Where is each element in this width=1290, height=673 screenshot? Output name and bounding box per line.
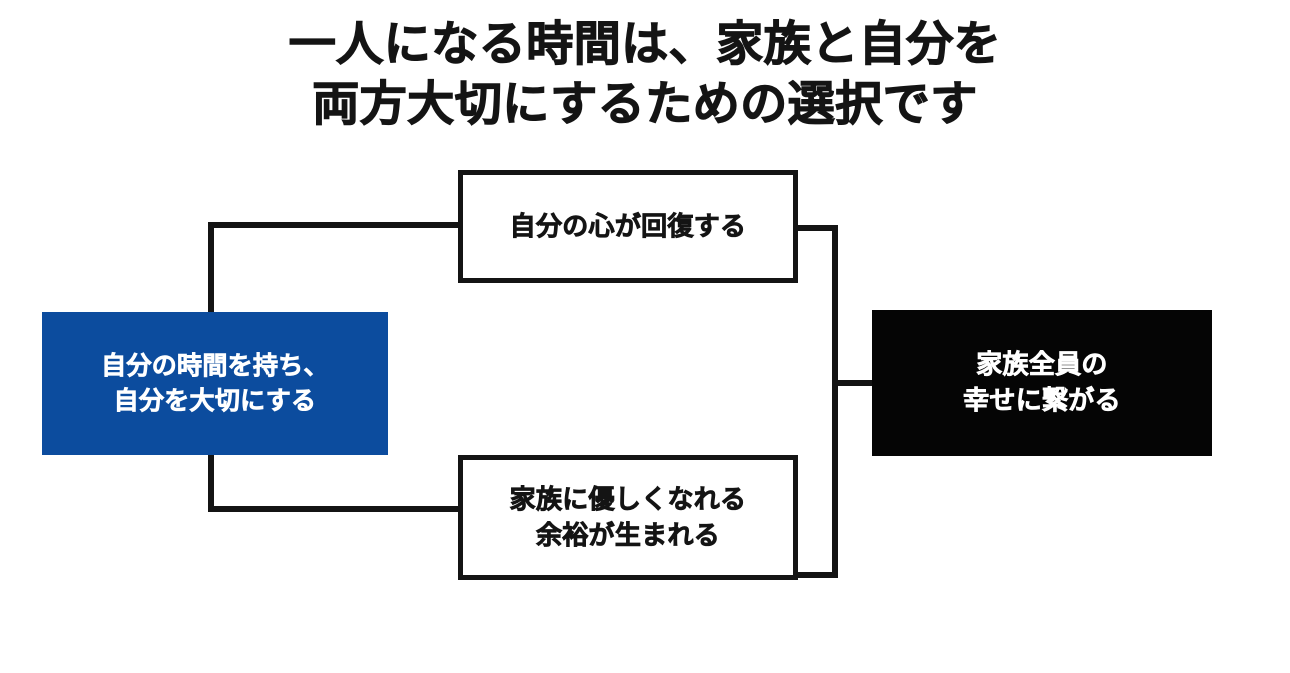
node-result-label: 家族全員の 幸せに繋がる <box>963 347 1121 419</box>
node-branch-heart-recovery[interactable]: 自分の心が回復する <box>458 170 798 283</box>
page-title: 一人になる時間は、家族と自分を 両方大切にするための選択です <box>0 14 1290 134</box>
connector-left-bottom-arm <box>208 506 462 512</box>
node-branch-top-label: 自分の心が回復する <box>509 209 747 245</box>
node-result-family-happiness[interactable]: 家族全員の 幸せに繋がる <box>872 310 1212 456</box>
node-branch-bottom-label-line-2: 余裕が生まれる <box>535 519 721 550</box>
node-branch-bottom-label: 家族に優しくなれる 余裕が生まれる <box>509 482 747 554</box>
page-title-line-1: 一人になる時間は、家族と自分を <box>288 16 1002 70</box>
connector-right-bottom-arm <box>794 572 838 578</box>
node-result-label-line-1: 家族全員の <box>976 349 1108 380</box>
node-source-label-line-1: 自分の時間を持ち、 <box>101 352 329 381</box>
node-source-label-line-2: 自分を大切にする <box>113 386 317 415</box>
node-branch-top-label-line-1: 自分の心が回復する <box>509 210 747 241</box>
node-source-label: 自分の時間を持ち、 自分を大切にする <box>101 349 329 418</box>
node-branch-family-kindness[interactable]: 家族に優しくなれる 余裕が生まれる <box>458 455 798 580</box>
page-title-line-2: 両方大切にするための選択です <box>312 77 978 131</box>
node-branch-bottom-label-line-1: 家族に優しくなれる <box>509 483 747 514</box>
connector-result-stub <box>832 380 876 386</box>
node-result-label-line-2: 幸せに繋がる <box>963 385 1121 416</box>
connector-right-top-arm <box>794 225 838 231</box>
connector-right-spine <box>832 225 838 578</box>
node-source-self-time[interactable]: 自分の時間を持ち、 自分を大切にする <box>42 312 388 455</box>
connector-left-top-arm <box>208 222 462 228</box>
